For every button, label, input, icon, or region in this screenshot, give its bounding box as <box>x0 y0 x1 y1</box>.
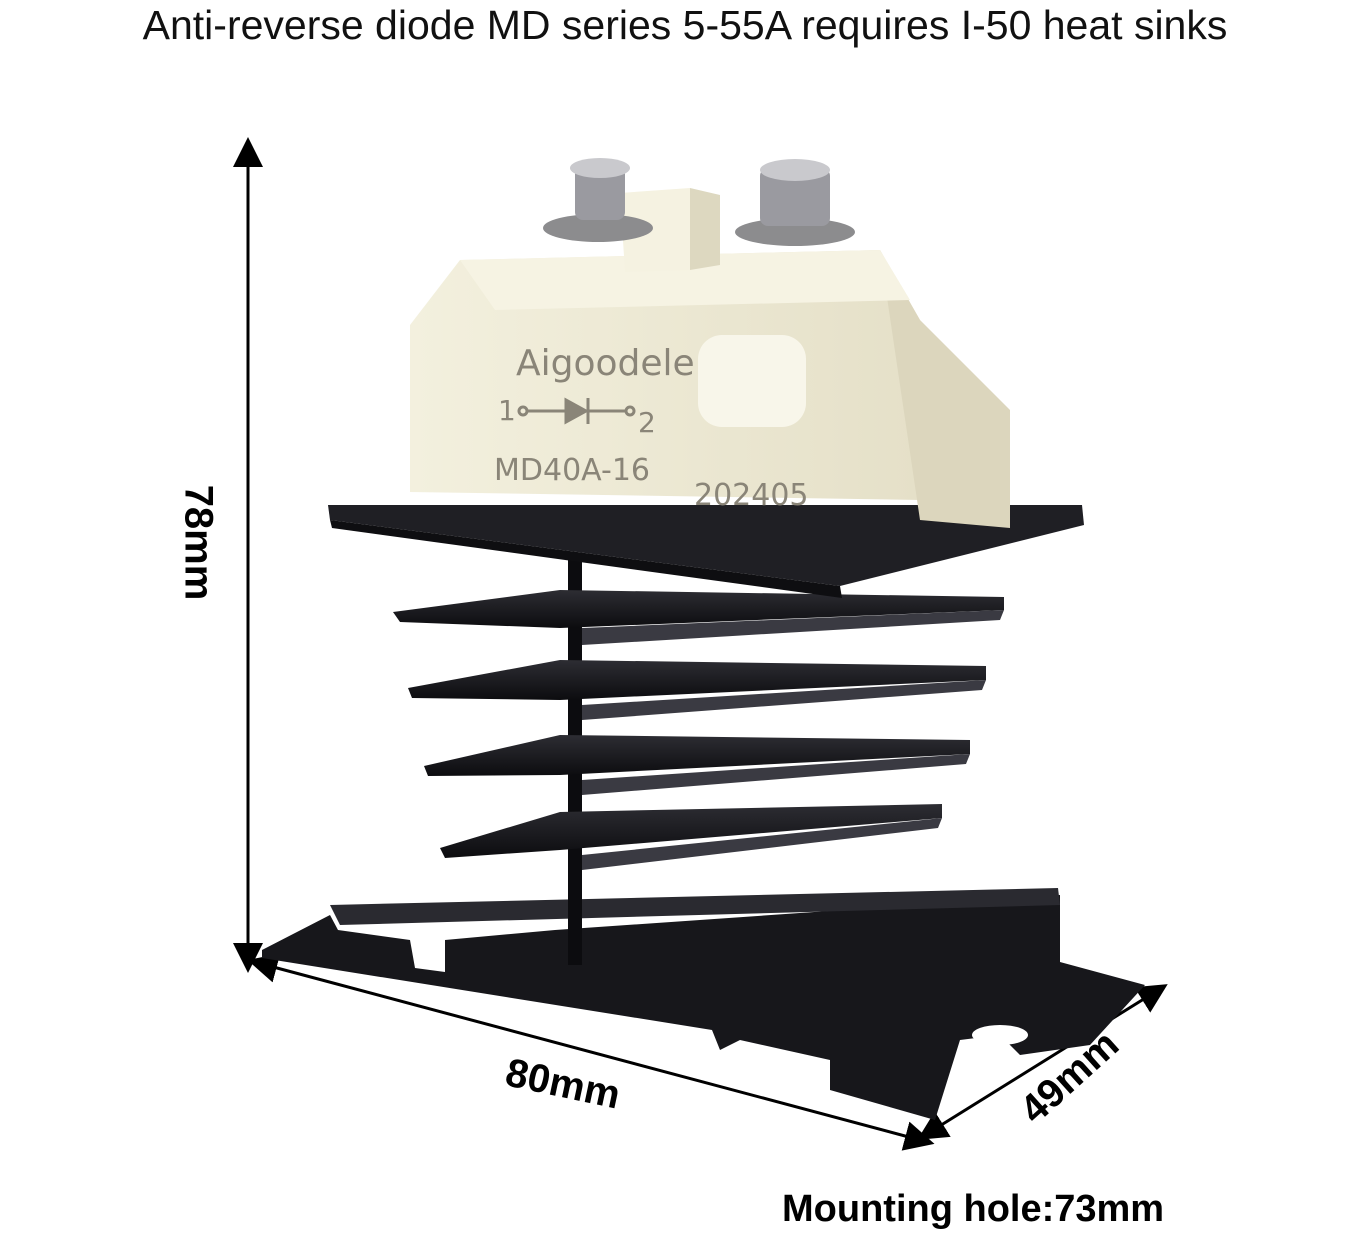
page-title: Anti-reverse diode MD series 5-55A requi… <box>142 2 1228 48</box>
depth-dimension-line <box>917 984 1168 1140</box>
pin-right-label: 2 <box>638 406 656 439</box>
module-model: MD40A-16 <box>494 453 650 488</box>
heatsink <box>262 505 1145 1120</box>
diode-module: Aigoodele 1 2 MD40A-16 202405 <box>410 158 1010 528</box>
width-dimension-line <box>247 953 935 1151</box>
height-dimension-label: 78mm <box>176 484 221 601</box>
left-terminal-screw-icon <box>543 158 653 242</box>
mounting-hole-note: Mounting hole:73mm <box>782 1188 1165 1230</box>
pin-left-label: 1 <box>498 394 516 427</box>
module-brand: Aigoodele <box>516 343 695 384</box>
diode-symbol-icon <box>517 397 636 425</box>
module-date-code: 202405 <box>694 478 809 513</box>
right-terminal-screw-icon <box>735 159 855 246</box>
